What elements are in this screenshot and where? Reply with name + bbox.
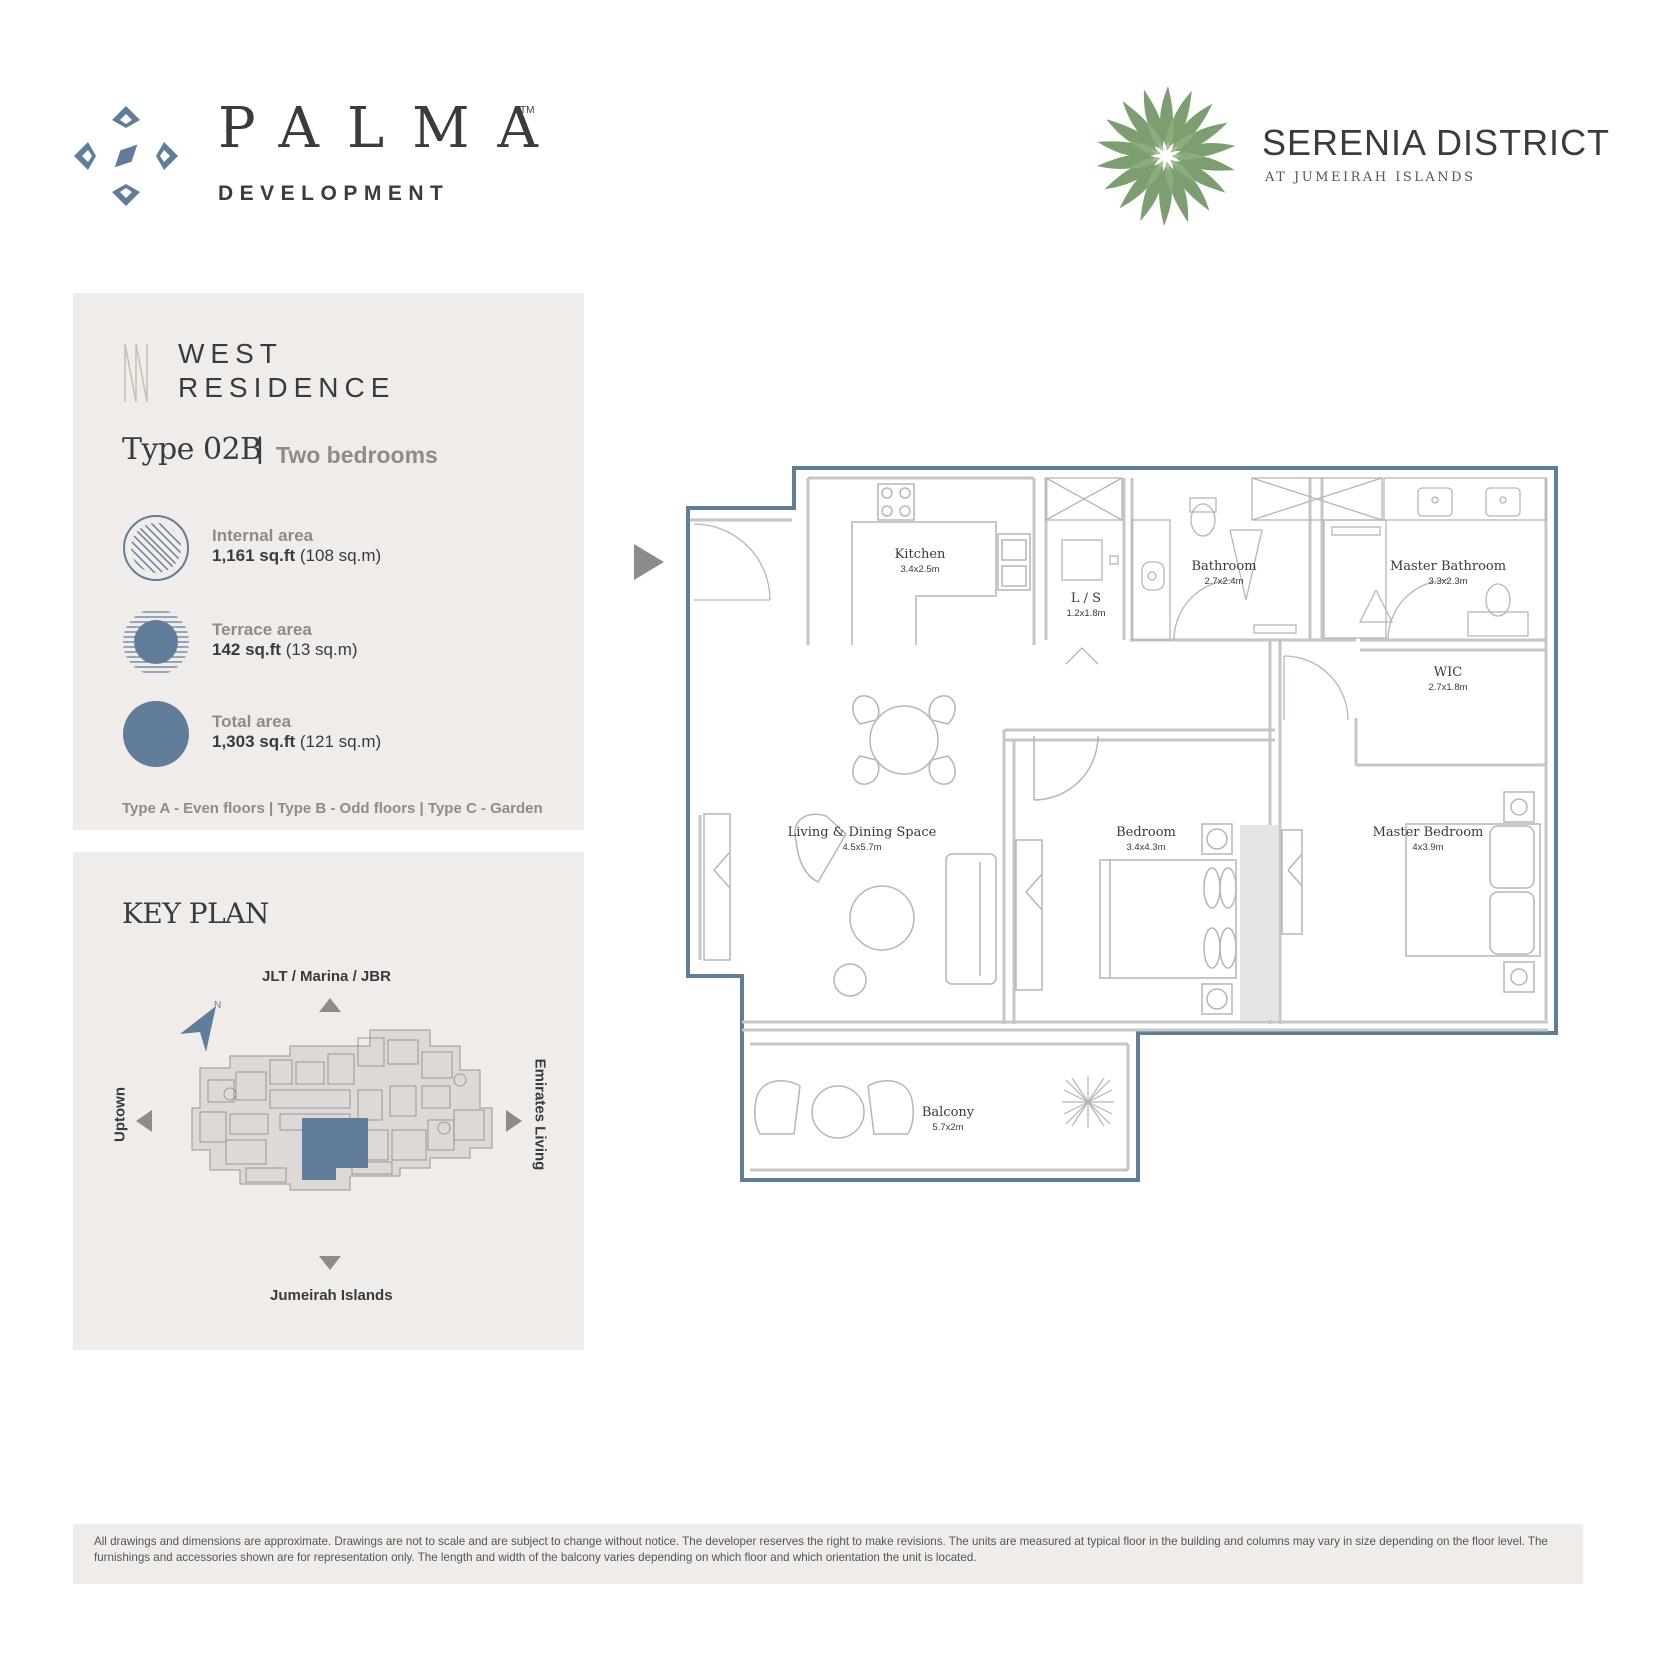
direction-bottom-label: Jumeirah Islands <box>270 1287 393 1304</box>
palma-subtitle: DEVELOPMENT <box>218 182 450 205</box>
arrow-left-icon <box>136 1110 152 1132</box>
floor-type-legend: Type A - Even floors | Type B - Odd floo… <box>122 800 543 817</box>
total-area-value: 1,303 sq.ft (121 sq.m) <box>212 732 382 751</box>
internal-area-icon <box>123 515 189 581</box>
exterior-wall <box>686 466 1558 1182</box>
arrow-right-icon <box>506 1110 522 1132</box>
room-bathroom-dim: 2.7x2.4m <box>1204 576 1243 587</box>
arrow-up-icon <box>319 998 341 1012</box>
type-separator: | <box>256 432 264 465</box>
internal-area-value: 1,161 sq.ft (108 sq.m) <box>212 546 382 565</box>
room-bedroom-dim: 3.4x4.3m <box>1126 842 1165 853</box>
unit-type: Type 02B <box>122 432 262 467</box>
room-master-bedroom-name: Master Bedroom <box>1373 825 1484 840</box>
room-balcony-dim: 5.7x2m <box>932 1122 963 1133</box>
room-kitchen-dim: 3.4x2.5m <box>900 564 939 575</box>
palma-emblem-icon <box>74 106 178 206</box>
unit-location-highlight <box>302 1118 368 1180</box>
entrance-arrow-icon <box>634 544 664 580</box>
room-living-dining-name: Living & Dining Space <box>788 825 937 840</box>
room-wic-name: WIC <box>1434 665 1462 680</box>
terrace-area-icon <box>123 611 189 673</box>
total-area-icon <box>123 701 189 767</box>
palma-wordmark: PALMA <box>218 96 566 161</box>
disclaimer-text: All drawings and dimensions are approxim… <box>94 1535 1548 1564</box>
room-bathroom-name: Bathroom <box>1191 559 1256 574</box>
plant-icon <box>1062 1076 1114 1128</box>
direction-top-label: JLT / Marina / JBR <box>262 968 391 985</box>
key-plan-title: KEY PLAN <box>122 897 269 930</box>
room-bedroom-name: Bedroom <box>1116 825 1176 840</box>
direction-right-label: Emirates Living <box>531 1058 549 1171</box>
palma-trademark: TM <box>520 105 535 116</box>
residence-name-line1: WEST <box>178 338 283 369</box>
residence-name-line2: RESIDENCE <box>178 372 396 403</box>
total-area-label: Total area <box>212 712 292 731</box>
room-wic-dim: 2.7x1.8m <box>1428 682 1467 693</box>
room-living-dining-dim: 4.5x5.7m <box>842 842 881 853</box>
disclaimer-panel <box>73 1524 1583 1584</box>
room-master-bathroom-name: Master Bathroom <box>1390 559 1506 574</box>
internal-area-label: Internal area <box>212 526 314 545</box>
room-ls-name: L / S <box>1071 591 1101 606</box>
terrace-area-value: 142 sq.ft (13 sq.m) <box>212 640 358 659</box>
room-master-bathroom-dim: 3.3x2.3m <box>1428 576 1467 587</box>
key-plan-diagram: N <box>136 998 522 1270</box>
terrace-area-label: Terrace area <box>212 620 312 639</box>
serenia-subtitle: AT JUMEIRAH ISLANDS <box>1265 170 1476 185</box>
serenia-leaf-emblem-icon <box>1095 86 1237 226</box>
serenia-title: SERENIA DISTRICT <box>1262 122 1611 163</box>
arrow-down-icon <box>319 1256 341 1270</box>
room-kitchen-name: Kitchen <box>895 547 946 562</box>
room-ls-dim: 1.2x1.8m <box>1066 608 1105 619</box>
unit-bedrooms: Two bedrooms <box>276 442 438 468</box>
floor-plan-diagram: Kitchen 3.4x2.5m L / S 1.2x1.8m Bathroom… <box>634 466 1558 1182</box>
west-residence-monogram-icon <box>124 343 148 403</box>
direction-left-label: Uptown <box>111 1087 129 1142</box>
room-balcony-name: Balcony <box>922 1105 975 1120</box>
room-master-bedroom-dim: 4x3.9m <box>1412 842 1443 853</box>
north-label: N <box>214 1000 221 1011</box>
north-arrow-icon <box>180 1006 216 1052</box>
